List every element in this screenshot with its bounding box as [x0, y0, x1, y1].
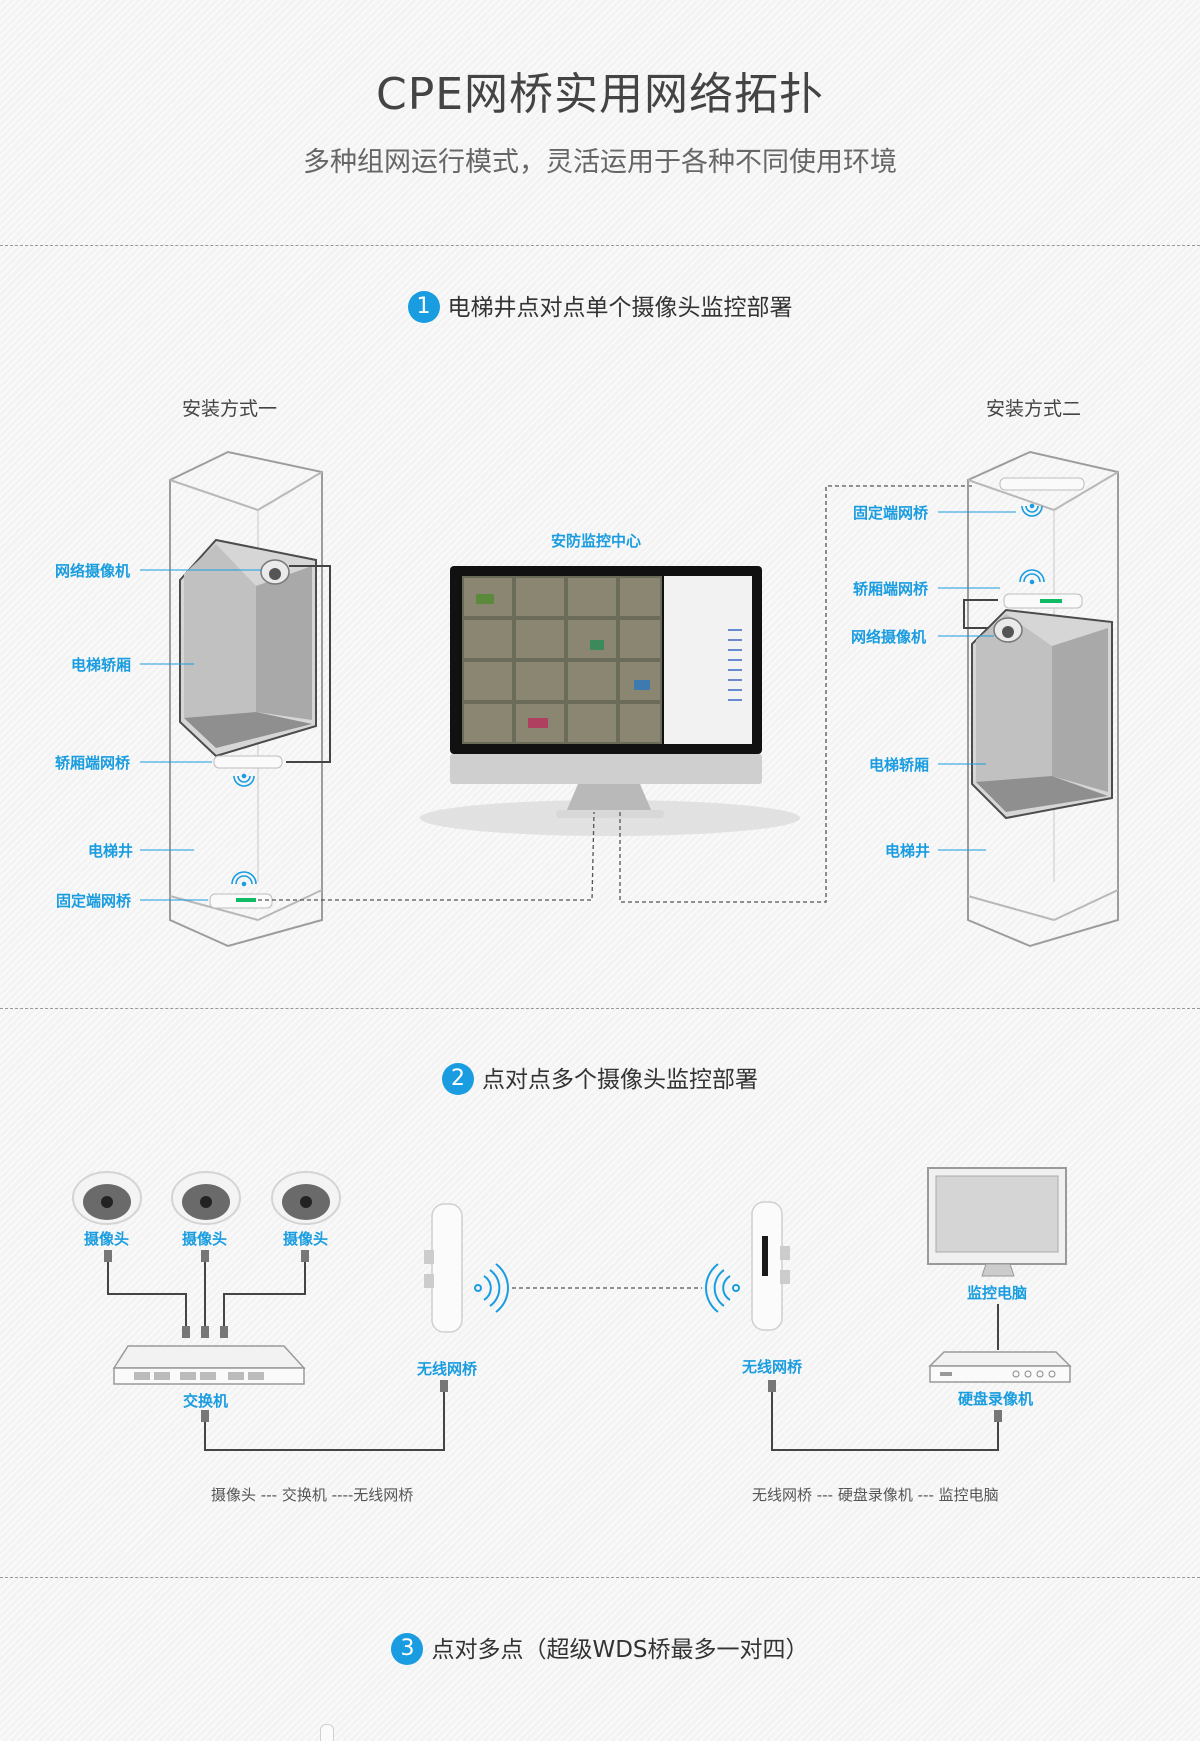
install-method-one: 安装方式一: [182, 398, 278, 420]
monitor-pc: [927, 1167, 1067, 1277]
elevator-shaft-right: [967, 450, 1119, 948]
dome-camera-left: [260, 559, 290, 585]
label-monitor-pc: 监控电脑: [967, 1284, 1028, 1302]
section-2-title: 点对点多个摄像头监控部署: [482, 1067, 758, 1093]
wifi-icon: [233, 773, 255, 787]
caption-item: 无线网桥: [353, 1486, 414, 1504]
car-bridge-right: [1003, 593, 1083, 609]
label-camera-2: 摄像头: [182, 1230, 228, 1248]
network-links: [258, 485, 972, 903]
section-number-badge: 3: [391, 1633, 424, 1665]
label-shaft-right: 电梯井: [885, 842, 931, 860]
surveillance-monitor: [420, 566, 800, 836]
section-divider: [0, 1577, 1200, 1578]
camera-cables: [107, 1256, 306, 1330]
caption-item: 硬盘录像机: [837, 1486, 913, 1504]
label-fixed-bridge-left: 固定端网桥: [56, 892, 132, 910]
label-elevator-car-left: 电梯轿厢: [71, 656, 132, 674]
caption-item: 无线网桥: [752, 1486, 813, 1504]
caption-separator: ---: [260, 1486, 278, 1504]
caption-item: 监控电脑: [938, 1486, 999, 1504]
signal-waves-icon: [474, 1263, 509, 1313]
fixed-bridge-right: [999, 477, 1085, 491]
label-camera-3: 摄像头: [283, 1230, 329, 1248]
label-nvr: 硬盘录像机: [958, 1390, 1034, 1408]
install-method-two: 安装方式二: [986, 398, 1082, 420]
wifi-icon: [1019, 569, 1045, 585]
label-fixed-bridge-right: 固定端网桥: [853, 504, 929, 522]
elevator-car-left: [179, 538, 317, 758]
caption-item: 交换机: [281, 1486, 327, 1504]
caption-item: 摄像头: [211, 1486, 257, 1504]
network-switch: [112, 1345, 306, 1385]
camera-cable-left: [286, 565, 331, 763]
leader-lines-left: [140, 569, 262, 901]
switch-bridge-cable: [204, 1388, 445, 1451]
fixed-bridge-left: [209, 893, 273, 909]
section-1-title: 电梯井点对点单个摄像头监控部署: [447, 295, 793, 321]
label-network-camera-right: 网络摄像机: [851, 628, 927, 646]
wifi-icon: [231, 871, 257, 887]
label-network-camera-left: 网络摄像机: [55, 562, 131, 580]
camera-icon: [171, 1171, 241, 1225]
label-switch: 交换机: [183, 1392, 229, 1410]
car-bridge-left: [213, 755, 283, 769]
caption-right: 无线网桥 --- 硬盘录像机 --- 监控电脑: [752, 1484, 999, 1505]
security-center-label: 安防监控中心: [551, 532, 642, 550]
caption-separator: ----: [331, 1486, 354, 1504]
page-title: CPE网桥实用网络拓扑: [375, 69, 825, 120]
wireless-bridge-partial: [320, 1724, 334, 1741]
label-car-bridge-left: 轿厢端网桥: [55, 754, 131, 772]
section-divider: [0, 1008, 1200, 1009]
section-number-badge: 2: [442, 1063, 474, 1095]
camera-icon: [72, 1171, 142, 1225]
section-3-title: 点对多点（超级WDS桥最多一对四）: [431, 1637, 809, 1663]
elevator-car-right: [971, 608, 1113, 820]
bridge-nvr-cable: [771, 1388, 999, 1451]
section-3-heading: 3 点对多点（超级WDS桥最多一对四）: [0, 1630, 1200, 1665]
wifi-icon: [1021, 503, 1043, 517]
section-divider: [0, 245, 1200, 246]
dome-camera-right: [993, 617, 1023, 643]
signal-waves-icon: [705, 1263, 740, 1313]
wireless-bridge-right: [751, 1201, 790, 1331]
section-1-heading: 1 电梯井点对点单个摄像头监控部署: [0, 288, 1200, 323]
label-bridge-right: 无线网桥: [742, 1358, 803, 1376]
caption-separator: ---: [816, 1486, 834, 1504]
label-car-bridge-right: 轿厢端网桥: [853, 580, 929, 598]
wireless-bridge-left: [424, 1203, 463, 1333]
page-subtitle: 多种组网运行模式，灵活运用于各种不同使用环境: [303, 147, 897, 178]
section-2-heading: 2 点对点多个摄像头监控部署: [0, 1060, 1200, 1095]
caption-left: 摄像头 --- 交换机 ----无线网桥: [211, 1484, 413, 1505]
section-number-badge: 1: [407, 291, 440, 323]
camera-cable-right: [963, 599, 998, 629]
camera-icon: [271, 1171, 341, 1225]
leader-lines-right: [938, 511, 1016, 851]
label-shaft-left: 电梯井: [88, 842, 134, 860]
nvr-recorder: [928, 1351, 1072, 1383]
label-bridge-left: 无线网桥: [417, 1360, 478, 1378]
rj45-plugs: [104, 1250, 309, 1338]
label-camera-1: 摄像头: [84, 1230, 130, 1248]
label-elevator-car-right: 电梯轿厢: [869, 756, 930, 774]
caption-separator: ---: [917, 1486, 934, 1504]
